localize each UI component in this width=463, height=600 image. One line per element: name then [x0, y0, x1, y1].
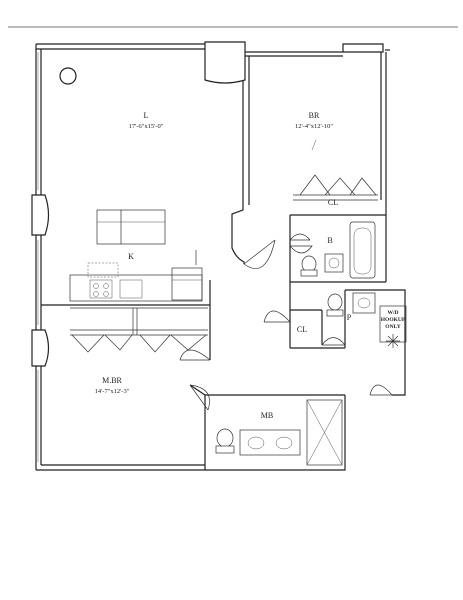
door-swings — [179, 233, 393, 411]
kitchen-island — [96, 209, 166, 245]
kitchen-counter — [69, 250, 203, 302]
master-closets — [70, 307, 208, 353]
kitchen-label: K — [128, 252, 134, 261]
hall-closet-label: CL — [297, 325, 307, 334]
laundry-line-3: ONLY — [385, 324, 400, 330]
laundry-line-2: HOOKUP — [381, 317, 406, 323]
hall-bath-fixtures — [326, 292, 376, 317]
bath-fixtures — [300, 221, 376, 279]
interior-walls — [41, 56, 406, 471]
bedroom-dims: 12'-4"x12'-10" — [295, 123, 333, 130]
bedroom-closet-label: CL — [328, 198, 338, 207]
master-bedroom-label: M.BR — [102, 376, 122, 385]
master-bath-label: MB — [261, 411, 273, 420]
exterior-walls — [35, 43, 390, 471]
stray-mark — [311, 139, 317, 151]
bedroom-label: BR — [309, 111, 320, 120]
round-column — [59, 67, 77, 85]
pantry-label: P — [347, 313, 352, 322]
laundry-symbol — [386, 334, 400, 348]
master-bedroom-dims: 14'-7"x12'-3" — [95, 388, 130, 395]
living-room-label: L — [144, 111, 149, 120]
structural-columns — [31, 41, 384, 367]
living-room-dims: 17'-6"x15'-0" — [129, 123, 164, 130]
bedroom-closet — [293, 174, 378, 201]
master-bath-fixtures — [215, 399, 343, 466]
bath-label: B — [327, 236, 332, 245]
laundry-line-1: W/D — [388, 310, 399, 316]
